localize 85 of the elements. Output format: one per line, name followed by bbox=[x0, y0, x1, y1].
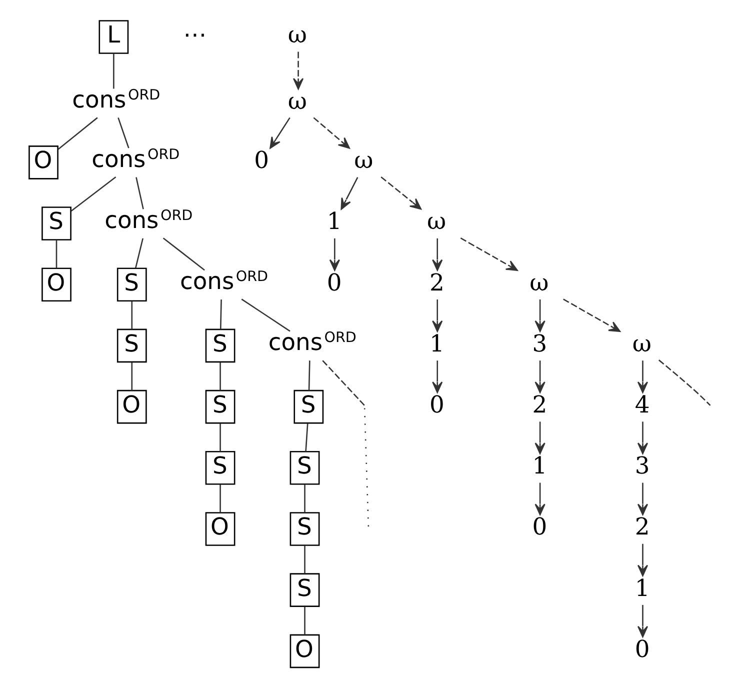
node-text: 0 bbox=[254, 146, 269, 174]
node-text: cons$^{ORD}$ bbox=[104, 206, 193, 234]
connector bbox=[58, 117, 98, 150]
node-box: O bbox=[205, 512, 236, 546]
node-text: 2 bbox=[634, 512, 650, 541]
arrow bbox=[637, 482, 648, 516]
node-text: 3 bbox=[634, 452, 650, 480]
node-box: O bbox=[290, 634, 320, 668]
connector bbox=[304, 484, 306, 513]
node-text: ω bbox=[288, 20, 307, 49]
arrow bbox=[270, 117, 290, 149]
node-text: 0 bbox=[532, 512, 548, 541]
connector bbox=[56, 240, 58, 268]
connector bbox=[131, 362, 133, 390]
connector bbox=[131, 301, 133, 330]
node-box: O bbox=[116, 390, 147, 424]
node-box: S bbox=[205, 390, 236, 424]
node-text: ω bbox=[288, 86, 307, 115]
node-box: O bbox=[28, 146, 58, 180]
node-text: 0 bbox=[634, 634, 650, 663]
connector bbox=[118, 117, 130, 148]
arrow bbox=[432, 360, 443, 394]
arrow bbox=[432, 299, 443, 332]
connector bbox=[134, 238, 144, 268]
connector bbox=[136, 177, 144, 210]
arrow bbox=[292, 52, 304, 90]
node-box: S bbox=[290, 573, 320, 607]
node-text: 2 bbox=[532, 390, 548, 419]
label: ⋯ bbox=[183, 20, 207, 49]
node-box: S bbox=[290, 512, 320, 546]
arrow bbox=[432, 238, 443, 271]
node-text: 4 bbox=[634, 390, 650, 419]
arrow bbox=[534, 422, 546, 454]
node-text: 1 bbox=[430, 329, 444, 358]
arrow bbox=[563, 298, 621, 332]
arrow bbox=[534, 299, 546, 332]
arrow bbox=[637, 422, 648, 454]
connector bbox=[658, 360, 711, 406]
arrow bbox=[637, 604, 648, 638]
arrow bbox=[329, 238, 340, 271]
node-text: cons$^{ORD}$ bbox=[180, 267, 268, 296]
node-text: 2 bbox=[430, 268, 444, 296]
node-box: S bbox=[294, 390, 324, 424]
node-text: ω bbox=[426, 207, 446, 236]
node-text: cons$^{ORD}$ bbox=[72, 86, 160, 114]
node-text: 0 bbox=[326, 268, 342, 296]
connector bbox=[322, 360, 370, 528]
arrow bbox=[534, 482, 546, 516]
connector bbox=[113, 53, 114, 89]
node-box: S bbox=[116, 328, 147, 363]
node-box: S bbox=[205, 328, 236, 363]
node-text: ω bbox=[354, 146, 374, 174]
arrow bbox=[313, 117, 350, 149]
node-box: S bbox=[42, 206, 72, 240]
node-text: 0 bbox=[430, 390, 444, 419]
connector bbox=[220, 423, 221, 452]
node-box: S bbox=[205, 451, 236, 485]
connector bbox=[220, 299, 222, 330]
node-text: 1 bbox=[634, 574, 650, 602]
arrow bbox=[637, 360, 648, 394]
node-text: ω bbox=[530, 268, 549, 296]
node-box: L bbox=[98, 20, 129, 54]
connector bbox=[304, 606, 306, 635]
connector bbox=[305, 423, 308, 452]
node-box: S bbox=[116, 268, 147, 302]
arrow bbox=[637, 544, 648, 576]
node-box: S bbox=[290, 451, 320, 485]
arrow bbox=[340, 177, 358, 210]
connector bbox=[70, 176, 116, 212]
node-box: O bbox=[42, 268, 72, 302]
node-text: ω bbox=[632, 329, 652, 358]
arrow bbox=[380, 176, 422, 210]
connector bbox=[220, 362, 221, 390]
node-text: 1 bbox=[326, 207, 342, 236]
connector bbox=[304, 546, 306, 574]
arrow bbox=[460, 238, 518, 271]
node-text: cons$^{ORD}$ bbox=[268, 328, 356, 356]
connector bbox=[241, 298, 290, 332]
node-text: 3 bbox=[532, 329, 548, 358]
arrow bbox=[534, 360, 546, 394]
connector bbox=[308, 360, 310, 390]
node-text: 1 bbox=[532, 452, 548, 480]
node-text: cons$^{ORD}$ bbox=[92, 144, 180, 173]
connector bbox=[162, 238, 205, 271]
connector bbox=[220, 484, 221, 513]
